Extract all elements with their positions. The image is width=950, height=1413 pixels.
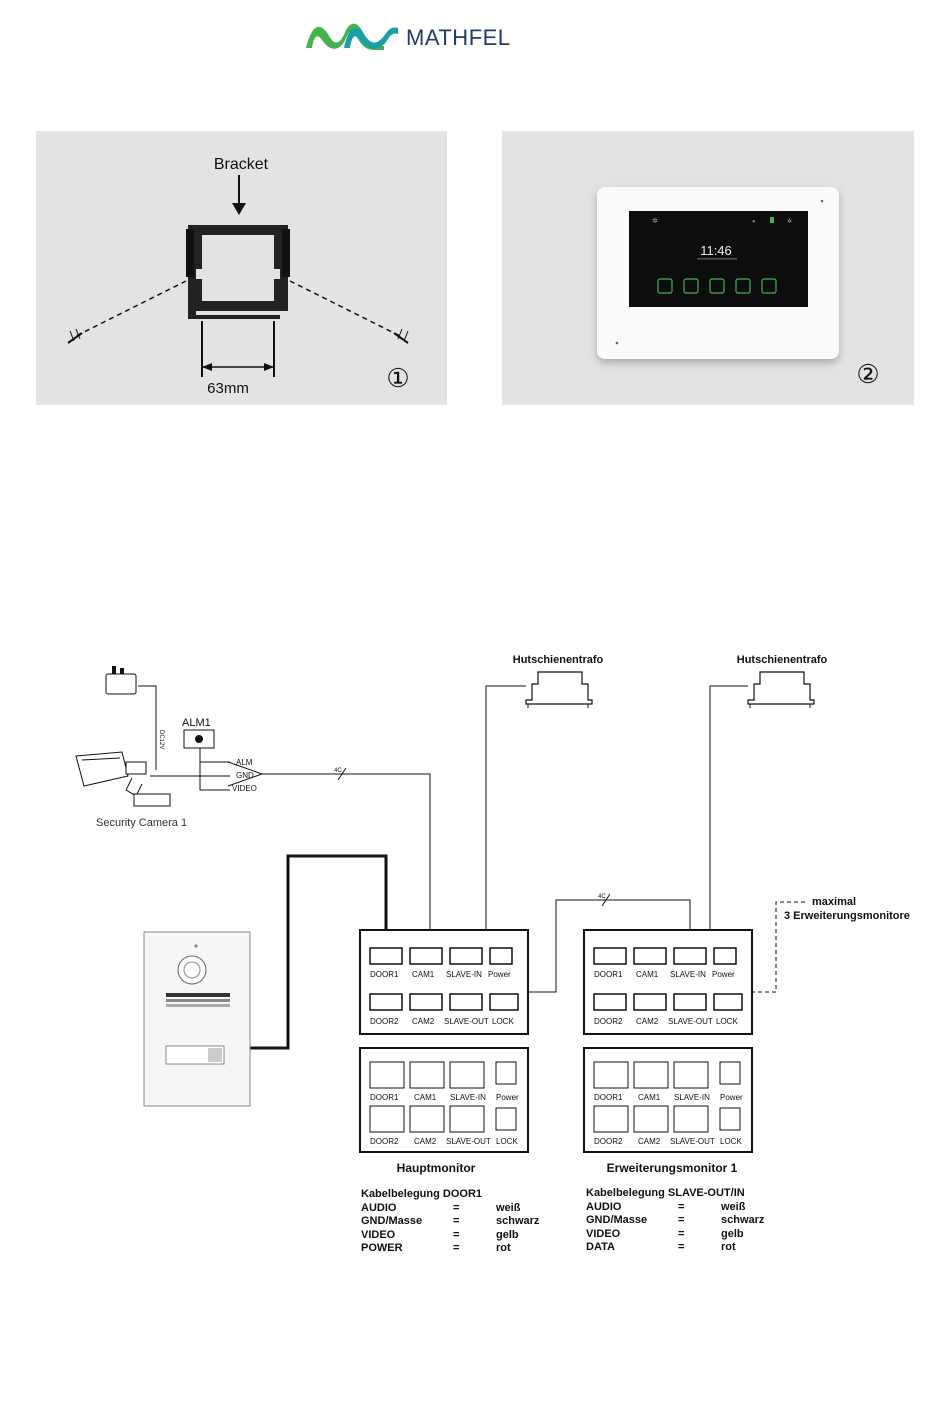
camera-label: Security Camera 1 xyxy=(96,817,187,829)
table-slave-title: Kabelbelegung SLAVE-OUT/IN xyxy=(586,1187,745,1199)
ext-monitor-panel: DOOR1 CAM1 SLAVE-IN Power DOOR2 CAM2 SLA… xyxy=(583,929,753,1035)
back-label: SLAVE-OUT xyxy=(446,1137,491,1146)
port-alm-label: ALM xyxy=(236,758,253,767)
port-label: CAM2 xyxy=(412,1017,435,1026)
table-row: VIDEO=gelb xyxy=(586,1227,744,1240)
port-label: SLAVE-OUT xyxy=(444,1017,489,1026)
main-monitor-panel: DOOR1 CAM1 SLAVE-IN Power DOOR2 CAM2 SLA… xyxy=(359,929,529,1035)
table-row: AUDIO=weiß xyxy=(586,1200,746,1213)
dimension-label: 63mm xyxy=(207,380,249,397)
port-label: DOOR2 xyxy=(594,1017,623,1026)
table-row: AUDIO=weiß xyxy=(361,1201,521,1214)
cable-4c-label-a: 4C xyxy=(334,768,342,774)
back-label: CAM1 xyxy=(414,1093,437,1102)
back-label: CAM2 xyxy=(414,1137,437,1146)
table-row: POWER=rot xyxy=(361,1242,511,1254)
back-label: CAM2 xyxy=(638,1137,661,1146)
table-row: DATA=rot xyxy=(586,1241,736,1253)
bracket-icon xyxy=(186,225,290,319)
home-buttons xyxy=(657,278,777,294)
back-label: LOCK xyxy=(720,1137,742,1146)
sd-icon xyxy=(770,217,774,223)
security-camera-icon xyxy=(75,751,171,807)
screw-right-icon xyxy=(393,328,409,344)
max-label-1: maximal xyxy=(812,896,856,908)
port-gnd-label: GND xyxy=(236,771,254,780)
main-monitor-title: Hauptmonitor xyxy=(397,1161,476,1175)
transformer-right-label: Hutschienentrafo xyxy=(737,654,828,666)
bracket-label: Bracket xyxy=(214,156,269,173)
back-label: DOOR2 xyxy=(594,1137,623,1146)
table-row: GND/Masse=schwarz xyxy=(361,1215,540,1227)
main-monitor-back: DOOR1 CAM1 SLAVE-IN Power DOOR2 CAM2 SLA… xyxy=(359,1047,529,1153)
port-label: DOOR2 xyxy=(370,1017,399,1026)
monitor-icon xyxy=(657,278,673,294)
port-video-label: VIDEO xyxy=(232,784,257,793)
figure-number-2: ② xyxy=(856,359,879,389)
back-label: Power xyxy=(496,1093,519,1102)
back-label: SLAVE-IN xyxy=(674,1093,710,1102)
port-label: CAM1 xyxy=(412,970,435,979)
wiring-diagram: DC12V ALM1 ALM GND VIDEO Security Camera… xyxy=(75,654,910,1175)
table-slave: Kabelbelegung SLAVE-OUT/IN AUDIO=weiß GN… xyxy=(586,1187,764,1255)
playback-icon xyxy=(735,278,751,294)
back-label: SLAVE-OUT xyxy=(670,1137,715,1146)
port-label: CAM1 xyxy=(636,970,659,979)
dc12v-label: DC12V xyxy=(158,730,164,749)
table-door1: Kabelbelegung DOOR1 AUDIO=weiß GND/Masse… xyxy=(361,1188,539,1256)
back-label: SLAVE-IN xyxy=(450,1093,486,1102)
screw-left-icon xyxy=(67,328,83,344)
brand-logo: MATHFEL xyxy=(304,16,524,56)
max-label-2: 3 Erweiterungsmonitore xyxy=(784,910,910,922)
setup-icon xyxy=(761,278,777,294)
door-station-icon xyxy=(143,931,251,1107)
transformer-left-icon xyxy=(525,671,593,708)
table-row: GND/Masse=schwarz xyxy=(586,1214,765,1226)
ext-monitor-back: DOOR1 CAM1 SLAVE-IN Power DOOR2 CAM2 SLA… xyxy=(583,1047,753,1153)
port-label: SLAVE-IN xyxy=(446,970,482,979)
port-label: LOCK xyxy=(716,1017,738,1026)
port-label: LOCK xyxy=(492,1017,514,1026)
mathfel-logo-icon: MATHFEL xyxy=(306,23,511,50)
back-label: LOCK xyxy=(496,1137,518,1146)
settings-small-icon: ✲ xyxy=(787,218,792,225)
figure-number-1: ① xyxy=(386,363,409,393)
back-label: DOOR1 xyxy=(370,1093,399,1102)
port-label: DOOR1 xyxy=(594,970,623,979)
back-label: Power xyxy=(720,1093,743,1102)
ext-monitor-title: Erweiterungsmonitor 1 xyxy=(607,1161,738,1175)
transformer-right-icon xyxy=(747,671,815,708)
monitor-figure: ✲ ● ✲ 11:46 ② xyxy=(502,131,914,405)
cable-4c-label-b: 4C xyxy=(598,894,606,900)
intercom-icon xyxy=(709,278,725,294)
table-row: VIDEO=gelb xyxy=(361,1228,519,1241)
wifi-icon: ● xyxy=(752,219,756,225)
arrow-down-icon xyxy=(232,203,246,215)
port-label: CAM2 xyxy=(636,1017,659,1026)
gear-icon: ✲ xyxy=(652,217,658,225)
back-label: CAM1 xyxy=(638,1093,661,1102)
table-door1-title: Kabelbelegung DOOR1 xyxy=(361,1188,483,1200)
port-label: Power xyxy=(712,970,735,979)
power-adapter-icon xyxy=(105,666,137,695)
brand-name: MATHFEL xyxy=(406,25,511,50)
bracket-figure: Bracket 63mm ① xyxy=(36,131,447,405)
port-label: SLAVE-OUT xyxy=(668,1017,713,1026)
alarm-label: ALM1 xyxy=(182,717,211,729)
clock-display: 11:46 xyxy=(700,243,732,258)
connector-icon xyxy=(369,947,519,1011)
transformer-left-label: Hutschienentrafo xyxy=(513,654,604,666)
port-label: Power xyxy=(488,970,511,979)
back-label: DOOR2 xyxy=(370,1137,399,1146)
camera-icon xyxy=(683,278,699,294)
port-label: DOOR1 xyxy=(370,970,399,979)
back-label: DOOR1 xyxy=(594,1093,623,1102)
port-label: SLAVE-IN xyxy=(670,970,706,979)
